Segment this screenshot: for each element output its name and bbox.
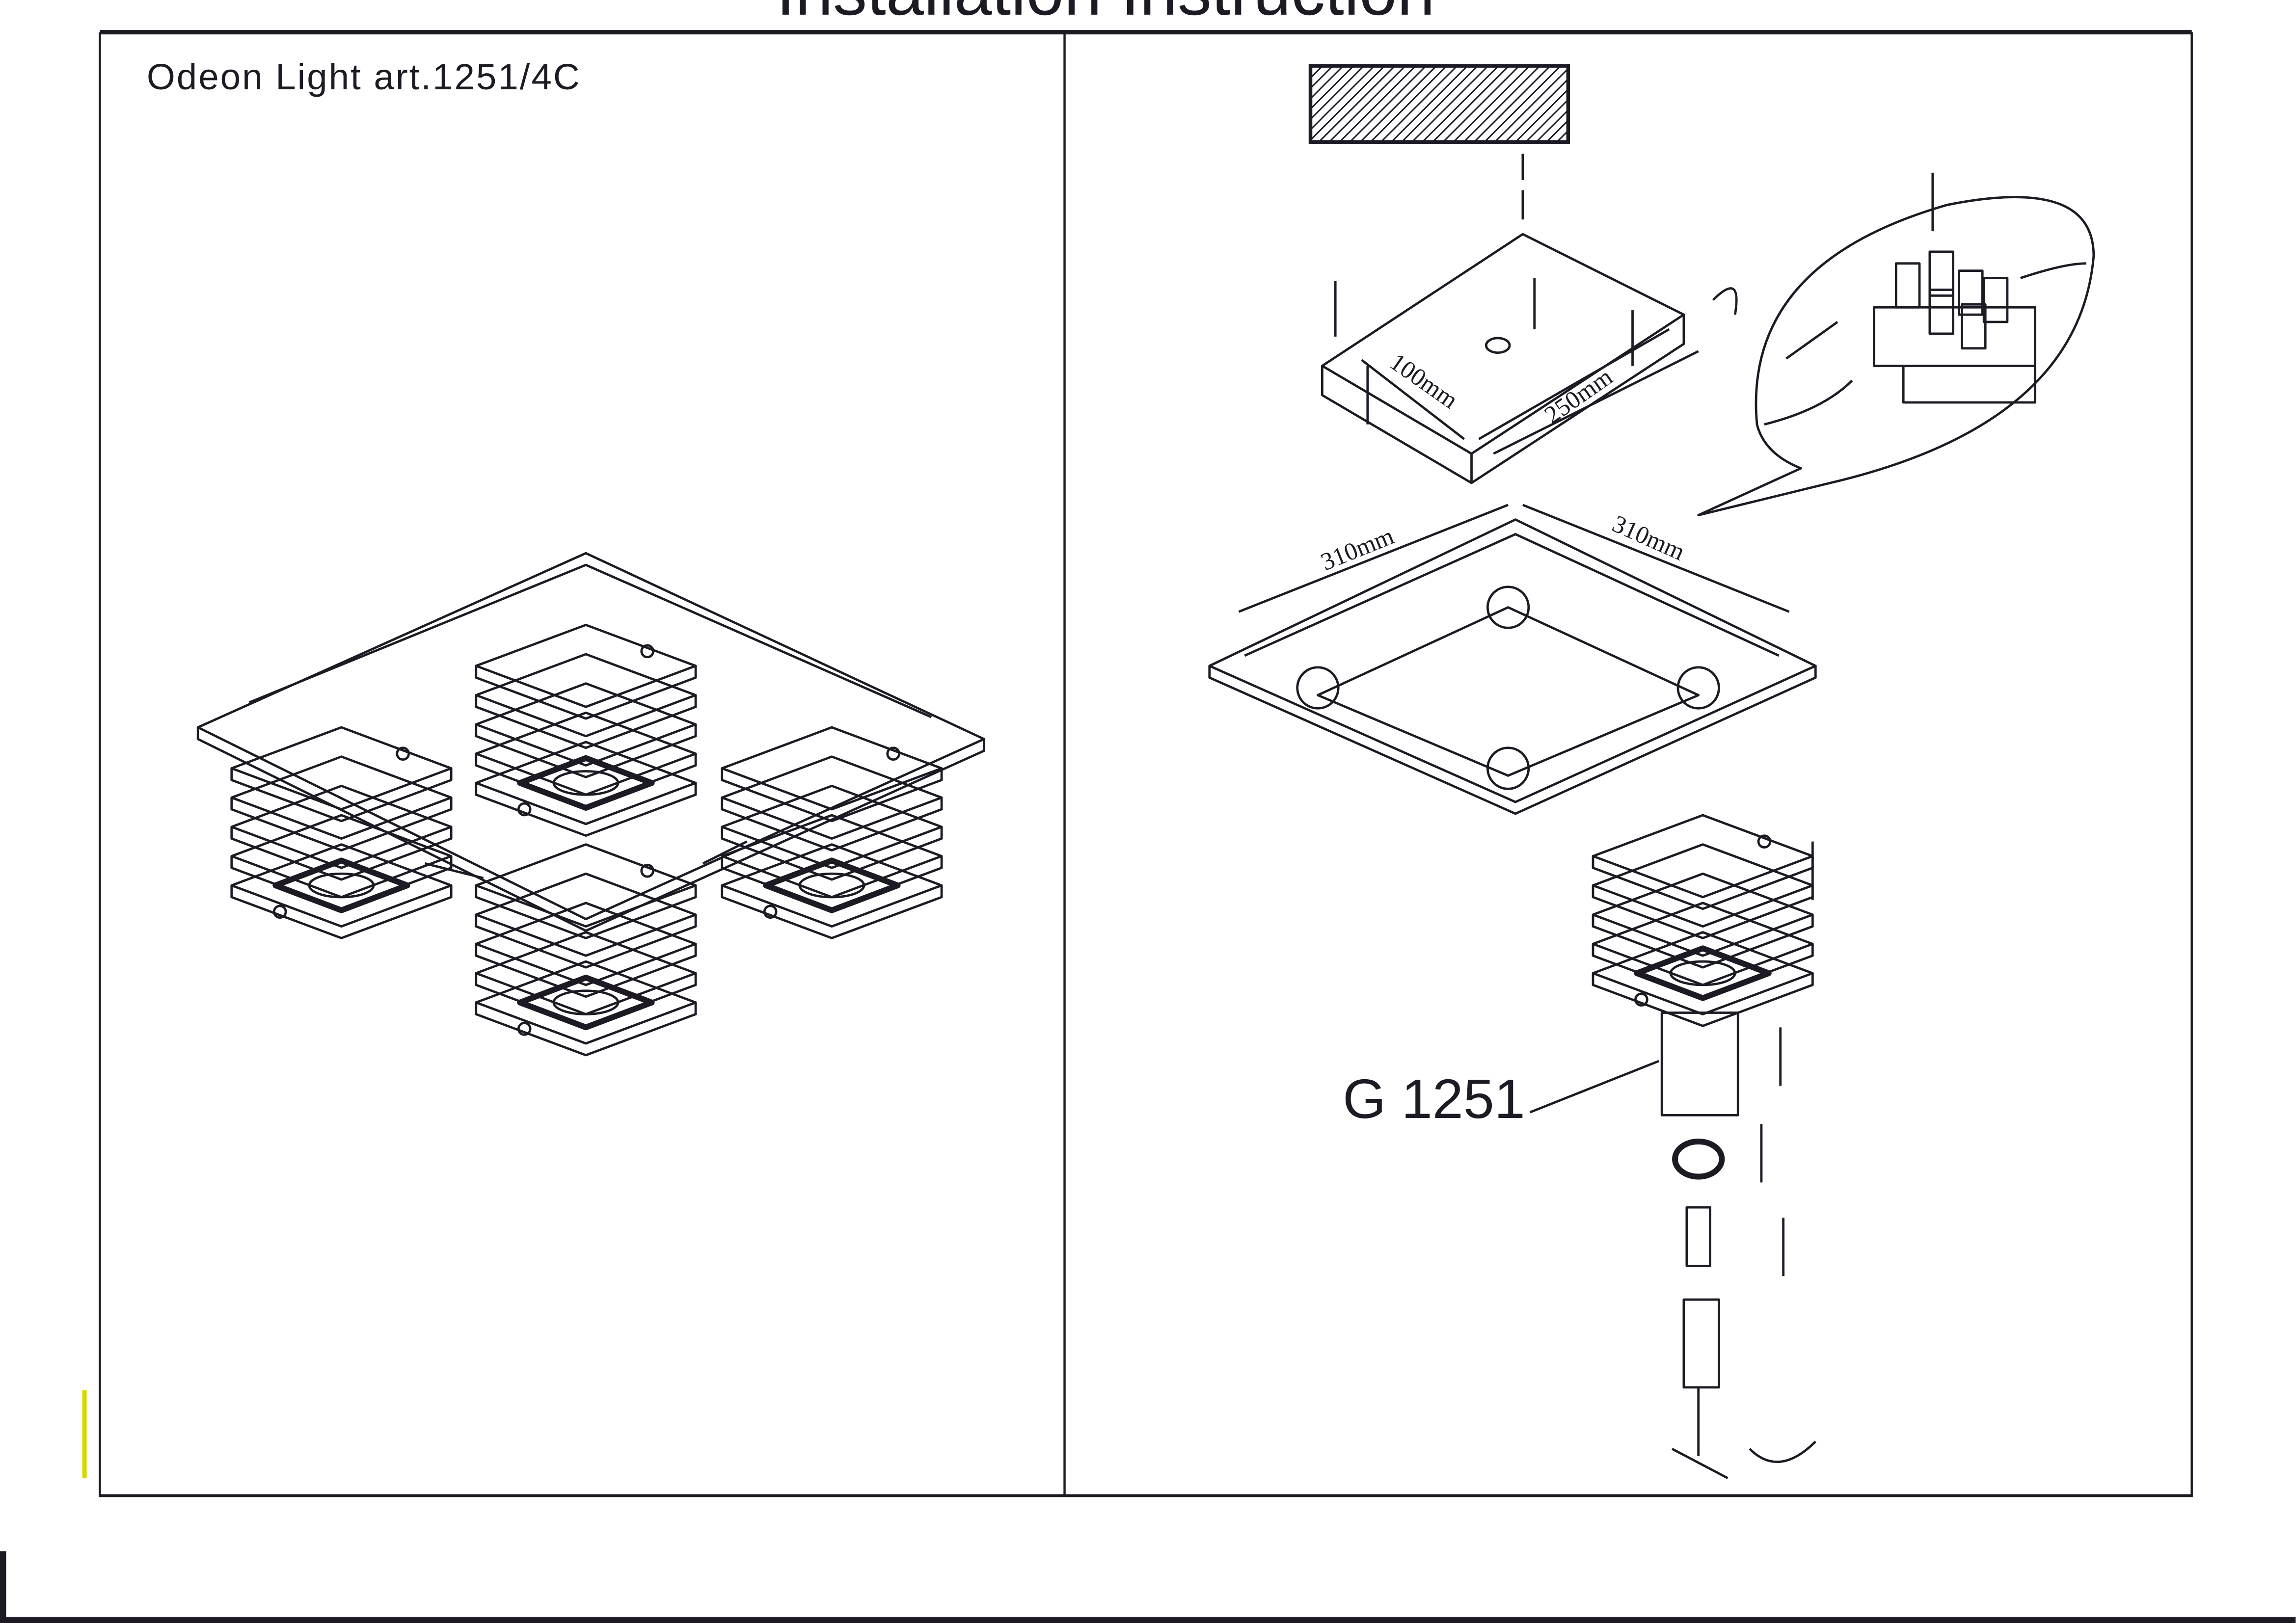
- document-title: Installation Instruction: [776, 0, 1435, 30]
- part-label-g1251: G 1251: [1343, 1068, 1525, 1130]
- dimension-310mm-right: 310mm: [1608, 509, 1689, 565]
- product-label: Odeon Light art.1251/4C: [147, 56, 581, 97]
- assembled-lamp-illustration: [196, 552, 985, 1055]
- page-frame: [0, 30, 2296, 1623]
- terminal-block-callout: [1697, 172, 2095, 517]
- base-plate-illustration: [1208, 504, 1817, 815]
- dimension-310mm-left: 310mm: [1317, 522, 1398, 576]
- mounting-plate-illustration: [1321, 154, 1738, 484]
- ceiling-block-icon: [1308, 64, 1570, 144]
- bulb-parts-illustration: [1529, 841, 1816, 1479]
- dimension-100mm: 100mm: [1385, 348, 1463, 414]
- scan-mark: [82, 1390, 87, 1478]
- shade-illustration: [1593, 815, 1812, 1026]
